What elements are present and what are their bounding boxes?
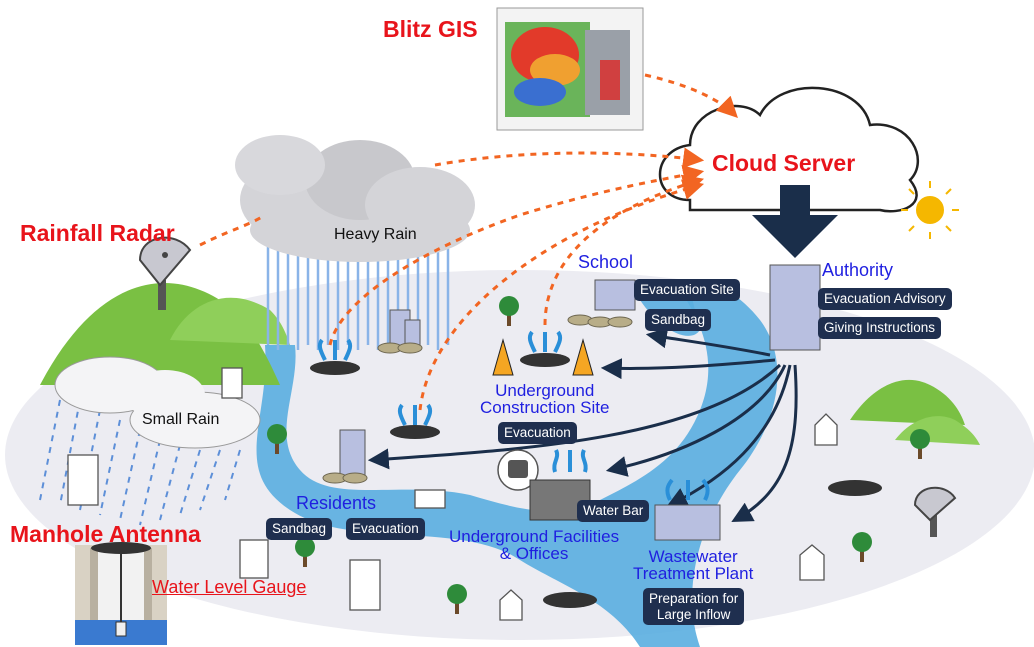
cloud-icon [658,86,920,213]
river [256,280,778,647]
arrow-radar-to-cloud [199,213,266,247]
blitz-gis-title: Blitz GIS [383,16,478,42]
manhole-icon [310,338,360,375]
hill-back [170,297,290,345]
small-rain-label: Small Rain [142,411,220,428]
house-icon [499,413,838,621]
tree-icon [267,296,930,614]
badge-evacuation-site: Evacuation Site [634,279,740,301]
arrow-gis-to-cloud [644,73,738,118]
small-rain-cloud [39,356,261,526]
badge-evacuation-construction: Evacuation [498,422,577,444]
badge-sandbag-residents: Sandbag [266,518,333,540]
authority-label: Authority [822,260,894,280]
manhole-icon-5 [543,592,597,608]
construction-site-line1: Underground [495,381,595,400]
wastewater-plant-label: Wastewater Treatment Plant [633,548,753,582]
wastewater-plant-line2: Treatment Plant [633,564,754,583]
badge-evacuation-advisory: Evacuation Advisory [818,288,952,310]
badge-giving-instructions: Giving Instructions [818,317,942,339]
water-level-gauge-label: Water Level Gauge [152,577,307,597]
heavy-rain-cloud [235,135,475,350]
arrow-authority-to-school [645,327,771,357]
traffic-cone-icon [492,338,594,376]
arrow-authority-to-facilities [605,364,787,477]
train-icon [497,449,539,491]
arrow-heavyrain-to-cloud [434,147,705,169]
manhole-icon-4 [828,480,882,496]
manhole-antenna-diagram [75,542,167,645]
manhole-icon-2 [390,403,440,439]
manhole-antenna-title: Manhole Antenna [10,521,201,547]
arrow-manhole1-to-cloud [328,164,705,346]
residents-label: Residents [296,493,377,513]
preparation-inflow-line1: Preparation for [649,591,739,606]
cloud-server-title: Cloud Server [712,150,856,176]
badge-sandbag-school: Sandbag [645,309,712,331]
satellite-dish-icon-right [913,486,957,537]
wastewater-plant-line1: Wastewater [648,547,738,566]
manhole-icon-3 [520,330,570,367]
preparation-inflow-line2: Large Inflow [656,606,731,622]
arrow-manhole3-to-cloud [418,179,705,411]
badge-evacuation-residents: Evacuation [346,518,425,540]
factory-icon [654,478,721,541]
sun-icon [901,181,959,239]
arrow-manhole2-to-cloud [543,174,705,326]
construction-site-line2: Construction Site [480,398,610,417]
arrow-authority-to-construction [600,358,776,380]
underground-facilities-line1: Underground Facilities [449,527,620,546]
construction-site-label: Underground Construction Site [480,382,609,416]
sandbag-icon [322,314,633,484]
big-down-arrow [752,185,838,258]
arrow-authority-to-residents [367,363,782,470]
underground-facility-building [529,449,591,521]
arrow-authority-to-plant [731,364,798,523]
building-outline-icons [67,367,446,611]
gis-map-image [496,7,644,131]
building-icon [339,264,821,476]
satellite-dish-icon [138,236,192,310]
hill-right [850,379,965,425]
heavy-rain-label: Heavy Rain [334,226,417,243]
underground-facilities-label: Underground Facilities & Offices [449,528,619,562]
rainfall-radar-title: Rainfall Radar [20,220,175,246]
school-label: School [578,252,634,272]
underground-facilities-line2: & Offices [499,544,569,563]
badge-preparation-inflow: Preparation for Large Inflow [643,588,745,626]
badge-water-bar: Water Bar [577,500,650,522]
